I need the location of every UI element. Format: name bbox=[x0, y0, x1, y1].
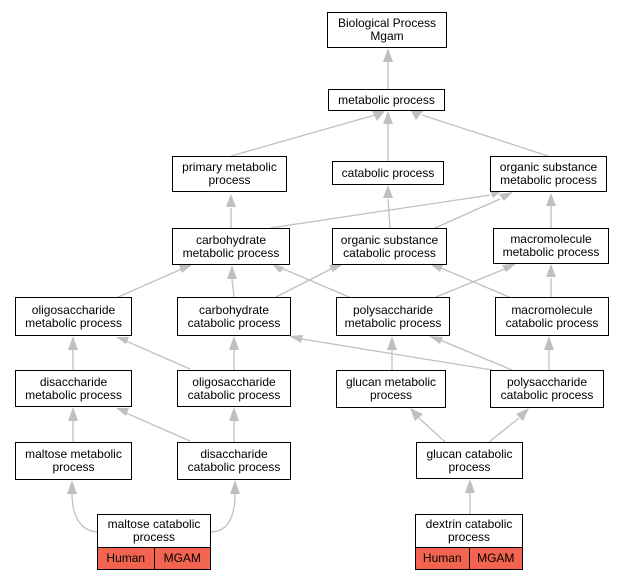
gene-tag[interactable]: MGAM bbox=[468, 548, 522, 569]
arrowhead bbox=[179, 264, 193, 273]
node-macromolecule-metabolic-process[interactable]: macromolecule metabolic process bbox=[493, 228, 609, 264]
edge-glucancat-glucanmet bbox=[418, 417, 446, 443]
arrowhead bbox=[465, 479, 475, 493]
species-tag[interactable]: Human bbox=[416, 548, 469, 569]
arrowhead bbox=[499, 192, 513, 201]
edge-macrocat-organiccat bbox=[440, 267, 510, 298]
node-disaccharide-metabolic-process[interactable]: disaccharide metabolic process bbox=[15, 370, 132, 407]
arrowhead bbox=[272, 264, 284, 273]
node-primary-metabolic-process[interactable]: primary metabolic process bbox=[172, 156, 287, 192]
annotation-tags: Human MGAM bbox=[98, 548, 210, 569]
arrowhead bbox=[546, 193, 556, 206]
arrowhead bbox=[430, 264, 443, 272]
node-carbohydrate-catabolic-process[interactable]: carbohydrate catabolic process bbox=[177, 297, 291, 336]
node-catabolic-process[interactable]: catabolic process bbox=[332, 161, 444, 185]
arrowhead bbox=[383, 111, 393, 124]
arrowhead bbox=[383, 185, 393, 198]
node-macromolecule-catabolic-process[interactable]: macromolecule catabolic process bbox=[495, 297, 609, 336]
edge-oligocat-oligomet bbox=[125, 340, 191, 370]
node-title: dextrin catabolic process bbox=[416, 515, 522, 548]
edge-organicmet-metabolic bbox=[421, 114, 549, 157]
arrowhead bbox=[229, 336, 239, 350]
node-disaccharide-catabolic-process[interactable]: disaccharide catabolic process bbox=[177, 442, 291, 480]
edge-maltosecat-maltosemet bbox=[71, 493, 100, 533]
node-carbohydrate-metabolic-process[interactable]: carbohydrate metabolic process bbox=[172, 228, 290, 265]
node-oligosaccharide-metabolic-process[interactable]: oligosaccharide metabolic process bbox=[15, 297, 132, 336]
edge-polycat-carbcat bbox=[301, 338, 493, 371]
arrowhead bbox=[387, 336, 397, 350]
edge-dicat-dimet bbox=[125, 412, 191, 442]
node-oligosaccharide-catabolic-process[interactable]: oligosaccharide catabolic process bbox=[177, 370, 291, 407]
arrowhead bbox=[226, 194, 236, 207]
arrowhead bbox=[502, 263, 517, 272]
arrowhead bbox=[289, 335, 303, 343]
edge-glucancat-polycat bbox=[488, 417, 520, 443]
edge-primary-metabolic bbox=[230, 114, 376, 157]
gene-tag[interactable]: MGAM bbox=[153, 548, 210, 569]
arrowhead bbox=[411, 110, 424, 120]
arrowhead bbox=[67, 480, 77, 494]
node-dextrin-catabolic-process[interactable]: dextrin catabolic process Human MGAM bbox=[415, 514, 523, 570]
arrowhead bbox=[229, 407, 239, 421]
arrowhead bbox=[516, 408, 529, 421]
edge-maltosecat-dicat bbox=[209, 493, 236, 533]
node-organic-substance-catabolic-process[interactable]: organic substance catabolic process bbox=[332, 228, 447, 265]
arrowhead bbox=[383, 48, 393, 62]
arrowhead bbox=[544, 336, 554, 350]
arrowhead bbox=[116, 337, 129, 344]
arrowhead bbox=[68, 336, 78, 350]
node-biological-process[interactable]: Biological Process Mgam bbox=[327, 12, 447, 48]
node-metabolic-process[interactable]: metabolic process bbox=[328, 89, 445, 111]
node-title: maltose catabolic process bbox=[98, 515, 210, 548]
annotation-tags: Human MGAM bbox=[416, 548, 522, 569]
edge-polycat-polymet bbox=[439, 339, 513, 371]
arrowhead bbox=[116, 408, 129, 416]
arrowhead bbox=[329, 264, 343, 272]
edge-oligomet-carbmet bbox=[117, 267, 185, 298]
edge-organiccat-catabolic bbox=[387, 198, 391, 229]
node-maltose-metabolic-process[interactable]: maltose metabolic process bbox=[15, 442, 132, 480]
species-tag[interactable]: Human bbox=[98, 548, 154, 569]
edge-carbcat-organiccat bbox=[275, 267, 334, 298]
arrowhead bbox=[227, 265, 237, 279]
edge-polymet-macromet bbox=[435, 267, 508, 298]
node-organic-substance-metabolic-process[interactable]: organic substance metabolic process bbox=[490, 156, 607, 192]
node-glucan-catabolic-process[interactable]: glucan catabolic process bbox=[416, 442, 523, 479]
edge-carbmet-organicmet bbox=[269, 194, 491, 229]
edge-polymet-carbmet bbox=[280, 267, 350, 298]
node-maltose-catabolic-process[interactable]: maltose catabolic process Human MGAM bbox=[97, 514, 211, 570]
arrowhead bbox=[410, 408, 423, 421]
arrowhead bbox=[230, 480, 240, 494]
edge-organiccat-organicmet bbox=[434, 198, 501, 229]
edge-carbcat-carbmet bbox=[231, 278, 235, 298]
arrowhead bbox=[68, 407, 78, 421]
arrowhead bbox=[429, 336, 443, 344]
node-polysaccharide-catabolic-process[interactable]: polysaccharide catabolic process bbox=[490, 370, 604, 408]
node-glucan-metabolic-process[interactable]: glucan metabolic process bbox=[336, 370, 446, 408]
arrowhead bbox=[372, 111, 385, 121]
node-polysaccharide-metabolic-process[interactable]: polysaccharide metabolic process bbox=[336, 297, 450, 336]
arrowhead bbox=[546, 264, 556, 277]
